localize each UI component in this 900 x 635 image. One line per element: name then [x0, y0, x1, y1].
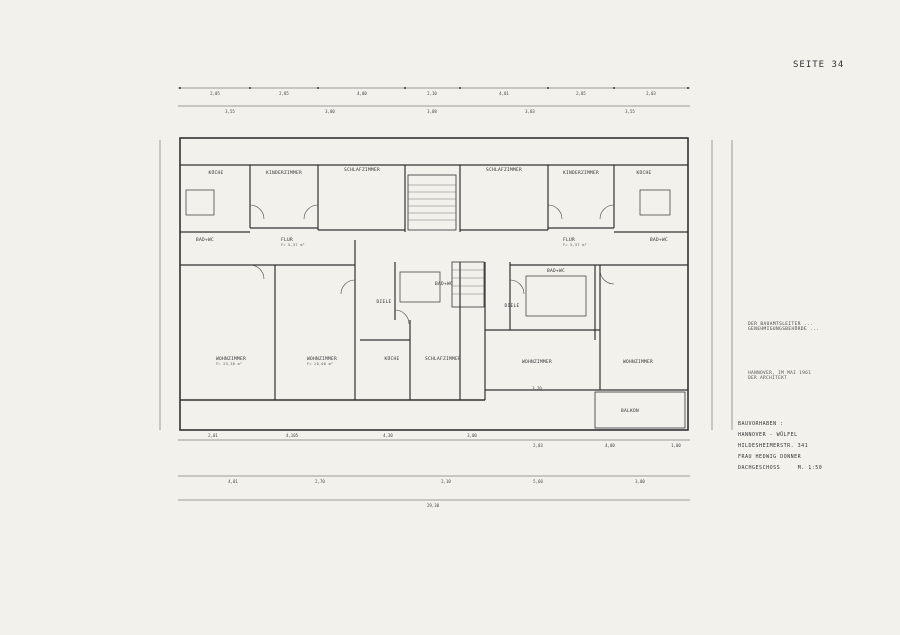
dim-bottom2-4: 5,60 — [533, 479, 543, 484]
room-wohnzimmer-2: WOHNZIMMER F= 20,00 m² — [307, 357, 337, 366]
dim-bottom2-5: 3,00 — [635, 479, 645, 484]
dim-top-4: 2,10 — [427, 91, 437, 96]
flur-right-label: FLUR — [562, 238, 576, 243]
place-date-line-2: DER ARCHITEKT — [748, 376, 788, 381]
flur-right-area: F= 5,57 m² — [562, 243, 588, 247]
wohnzimmer-2-label: WOHNZIMMER — [306, 357, 338, 362]
room-schlafzimmer-right: SCHLAFZIMMER — [485, 168, 523, 173]
dim-top-1: 2,05 — [210, 91, 220, 96]
place-date-line-1: HANNOVER, IM MAI 1961 — [748, 371, 812, 376]
drawing-scale: M. 1:50 — [797, 465, 823, 471]
flur-left-label: FLUR — [280, 238, 294, 243]
room-kueche-left: KÜCHE — [208, 171, 224, 176]
floor-name: DACHGESCHOSS — [738, 465, 781, 471]
dim-bottom-5: 2,03 — [533, 443, 543, 448]
room-kueche-right: KÜCHE — [636, 171, 652, 176]
room-bad-center: BAD+WC — [434, 282, 454, 287]
room-wohnzimmer-4: WOHNZIMMER — [622, 360, 654, 365]
dim-top-7: 2,03 — [646, 91, 656, 96]
dim-bottom2-3: 2,10 — [441, 479, 451, 484]
dim-top2-5: 3,55 — [625, 109, 635, 114]
room-flur-left: FLUR F= 5,57 m² — [281, 238, 305, 247]
stamp-line-1: DER BAUAMTSLEITER ... — [748, 322, 814, 327]
dim-bottom-4: 3,00 — [467, 433, 477, 438]
room-diele-center: DIELE — [376, 300, 392, 305]
room-flur-right: FLUR F= 5,57 m² — [563, 238, 587, 247]
dim-bottom-2: 4,105 — [285, 433, 299, 438]
dim-inner: 3,20 — [532, 386, 542, 391]
flur-left-area: F= 5,57 m² — [280, 243, 306, 247]
room-bad-left: BAD+WC — [195, 238, 215, 243]
wohnzimmer-1-label: WOHNZIMMER — [215, 357, 247, 362]
title-line-5: DACHGESCHOSS M. 1:50 — [738, 465, 878, 471]
dim-top2-4: 3,03 — [525, 109, 535, 114]
room-bad-center-right: BAD+WC — [546, 269, 566, 274]
room-wohnzimmer-1: WOHNZIMMER F= 23,30 m² — [216, 357, 246, 366]
title-line-1: BAUVORHABEN : — [738, 421, 784, 427]
dim-top-3: 4,00 — [357, 91, 367, 96]
dim-top-2: 2,85 — [279, 91, 289, 96]
wohnzimmer-1-area: F= 23,30 m² — [215, 362, 243, 366]
dim-bottom-3: 4,30 — [383, 433, 393, 438]
dim-total: 29,30 — [426, 503, 440, 508]
room-kinderzimmer-left: KINDERZIMMER — [265, 171, 303, 176]
room-schlafzimmer-left: SCHLAFZIMMER — [343, 168, 381, 173]
dim-top-6: 2,85 — [576, 91, 586, 96]
dim-top2-1: 3,55 — [225, 109, 235, 114]
title-line-4: FRAU HEDWIG DONNER — [738, 454, 802, 460]
title-line-3: HILDESHEIMERSTR. 341 — [738, 443, 809, 449]
approval-stamp: DER BAUAMTSLEITER ... GENEHMIGUNGSBEHÖRD… — [748, 322, 820, 332]
dim-top2-2: 3,00 — [325, 109, 335, 114]
dim-top-5: 4,01 — [499, 91, 509, 96]
stamp-line-2: GENEHMIGUNGSBEHÖRDE ... — [748, 327, 820, 332]
title-block: BAUVORHABEN : HANNOVER - WÜLFEL HILDESHE… — [738, 421, 878, 476]
room-wohnzimmer-3: WOHNZIMMER — [521, 360, 553, 365]
room-kinderzimmer-right: KINDERZIMMER — [562, 171, 600, 176]
wohnzimmer-2-area: F= 20,00 m² — [306, 362, 334, 366]
dim-bottom-1: 2,01 — [208, 433, 218, 438]
room-schlafzimmer-center: SCHLAFZIMMER — [424, 357, 462, 362]
dim-top2-3: 3,08 — [427, 109, 437, 114]
dim-bottom-7: 1,00 — [671, 443, 681, 448]
title-line-2: HANNOVER - WÜLFEL — [738, 432, 798, 438]
room-kueche-center: KÜCHE — [384, 357, 400, 362]
dim-bottom2-1: 4,01 — [228, 479, 238, 484]
page-number: SEITE 34 — [793, 60, 845, 70]
place-date: HANNOVER, IM MAI 1961 DER ARCHITEKT — [748, 371, 811, 381]
room-balkon: BALKON — [620, 409, 640, 414]
dim-bottom-6: 4,00 — [605, 443, 615, 448]
room-diele-right: DIELE — [504, 304, 520, 309]
room-bad-right: BAD+WC — [649, 238, 669, 243]
dim-bottom2-2: 2,70 — [315, 479, 325, 484]
